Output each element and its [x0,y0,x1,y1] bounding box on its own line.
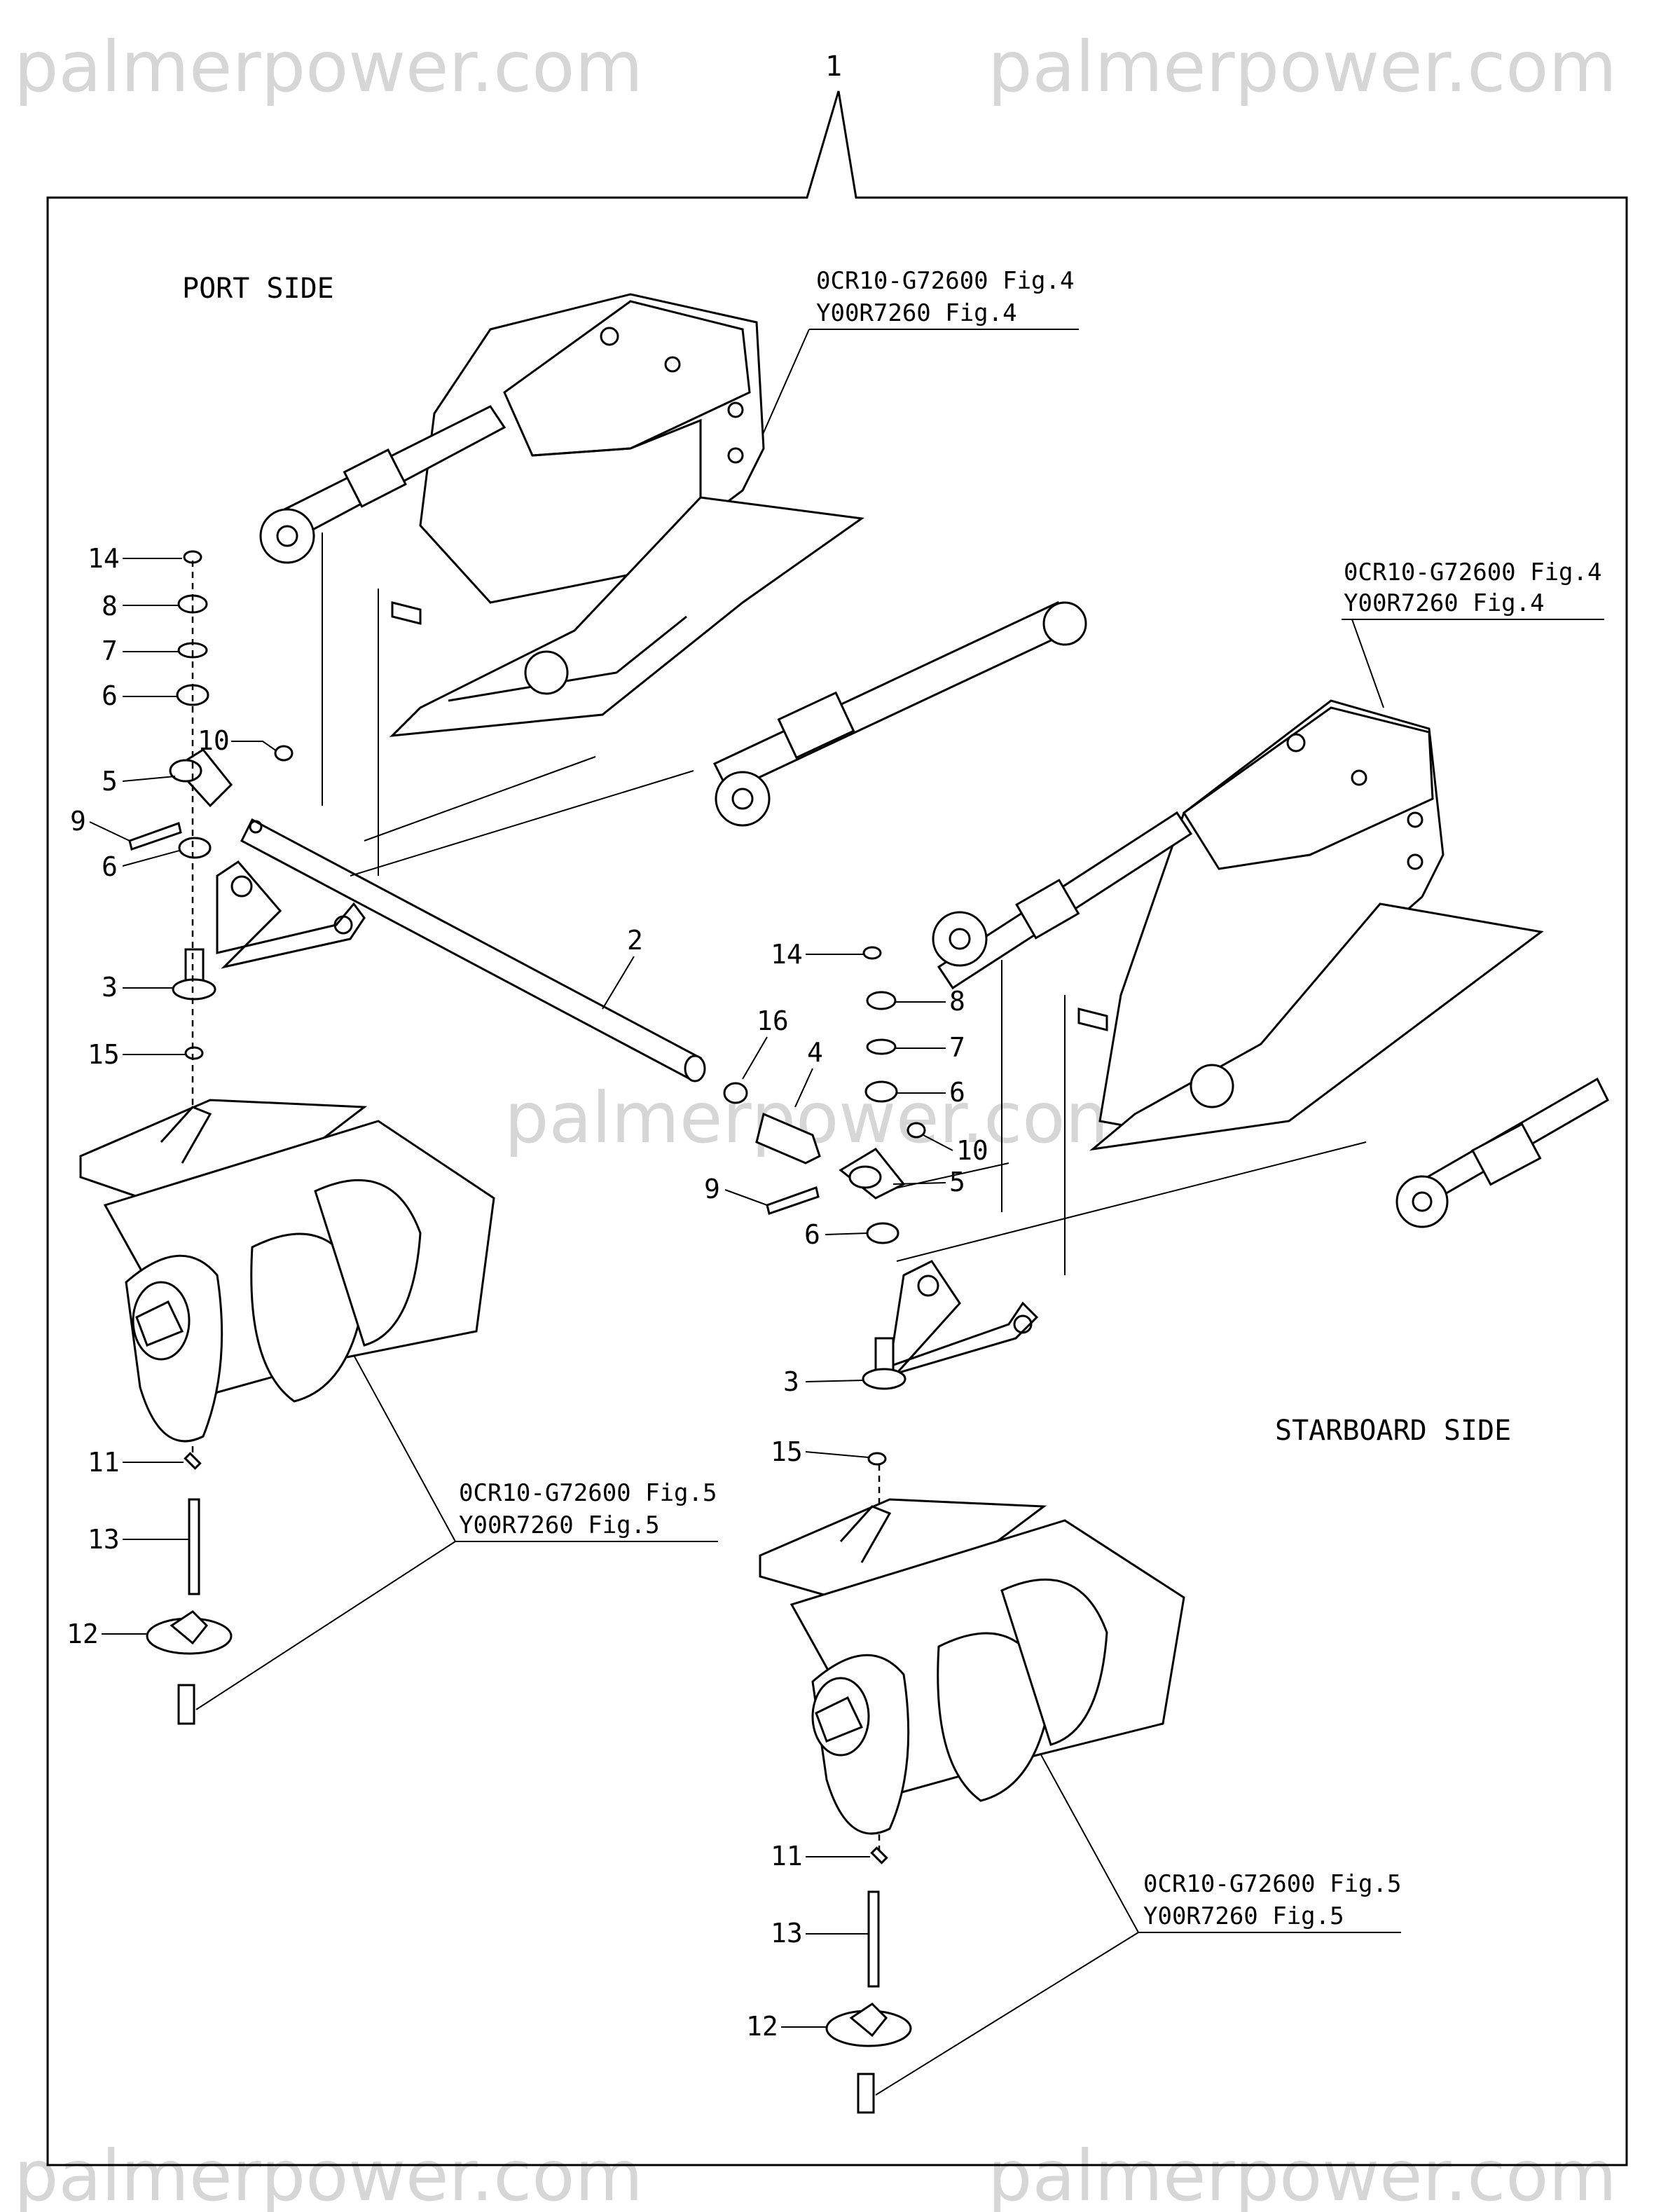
svg-text:0CR10-G72600 Fig.4: 0CR10-G72600 Fig.4 [816,267,1074,295]
svg-text:Y00R7260 Fig.4: Y00R7260 Fig.4 [816,299,1017,327]
callout-port-8: 8 [102,591,118,621]
assembly-frame [46,90,1628,2166]
svg-text:0CR10-G72600 Fig.4: 0CR10-G72600 Fig.4 [1344,558,1601,586]
callout-stbd-12: 12 [746,2011,778,2042]
callout-stbd-11: 11 [771,1841,803,1871]
starboard-bracket [882,960,1367,1375]
callout-stbd-6b: 6 [804,1219,820,1250]
callout-stbd-15: 15 [771,1436,803,1467]
callout-stbd-9: 9 [704,1174,720,1204]
callout-port-3: 3 [102,972,118,1003]
callout-port-6b: 6 [102,851,118,882]
callout-port-6a: 6 [102,680,118,711]
callout-stbd-3: 3 [783,1366,799,1397]
svg-text:0CR10-G72600 Fig.5: 0CR10-G72600 Fig.5 [1143,1870,1401,1898]
callout-port-14: 14 [88,543,120,574]
callout-stbd-13: 13 [771,1918,803,1949]
callout-port-7: 7 [102,636,118,666]
tie-bar [240,818,706,1083]
svg-text:Y00R7260 Fig.5: Y00R7260 Fig.5 [1143,1902,1344,1930]
port-hardware [128,550,294,1725]
callout-port-10: 10 [198,725,230,756]
callout-port-5: 5 [102,766,118,797]
port-bracket [216,533,694,969]
port-callouts: 14 8 7 6 10 5 9 6 3 15 11 13 12 [67,543,277,1649]
callout-port-12: 12 [67,1619,99,1649]
svg-text:Y00R7260 Fig.5: Y00R7260 Fig.5 [459,1511,660,1539]
watermark-bottom-right: palmerpower.com [988,2135,1617,2212]
callout-tie-bar-2: 2 [627,925,643,956]
callout-stbd-10: 10 [956,1135,988,1166]
svg-text:Y00R7260 Fig.4: Y00R7260 Fig.4 [1344,589,1545,617]
starboard-side-label: STARBOARD SIDE [1275,1415,1511,1447]
callout-stbd-6a: 6 [949,1077,965,1108]
port-drive-unit [259,293,1087,827]
starboard-fig4-reference: 0CR10-G72600 Fig.4 Y00R7260 Fig.4 [1342,558,1604,708]
watermark-top-left: palmerpower.com [14,26,643,108]
callout-stbd-8: 8 [949,986,965,1017]
callout-stbd-14: 14 [771,939,803,970]
callout-stbd-7: 7 [949,1032,965,1063]
port-propeller-assembly [79,1099,495,1443]
assembly-number: 1 [825,50,842,83]
callout-port-9: 9 [70,806,86,837]
callout-port-15: 15 [88,1039,120,1070]
callout-port-13: 13 [88,1524,120,1555]
center-callouts: 2 16 4 [602,925,823,1165]
callout-port-11: 11 [88,1447,120,1478]
starboard-drive-unit [932,699,1609,1228]
starboard-callouts: 14 8 7 6 10 5 9 6 3 15 11 13 12 [704,939,988,2042]
callout-16: 16 [757,1005,789,1036]
starboard-propeller-assembly [759,1498,1185,1835]
port-fig4-reference: 0CR10-G72600 Fig.4 Y00R7260 Fig.4 [756,267,1079,449]
callout-4: 4 [807,1037,823,1068]
callout-stbd-5: 5 [949,1167,965,1197]
watermark-center: palmerpower.com [504,1077,1133,1159]
watermark-bottom-left: palmerpower.com [14,2135,643,2212]
port-side-label: PORT SIDE [182,273,334,305]
watermark-top-right: palmerpower.com [988,26,1617,108]
port-fig5-reference: 0CR10-G72600 Fig.5 Y00R7260 Fig.5 [195,1155,718,1710]
svg-text:0CR10-G72600 Fig.5: 0CR10-G72600 Fig.5 [459,1479,717,1507]
